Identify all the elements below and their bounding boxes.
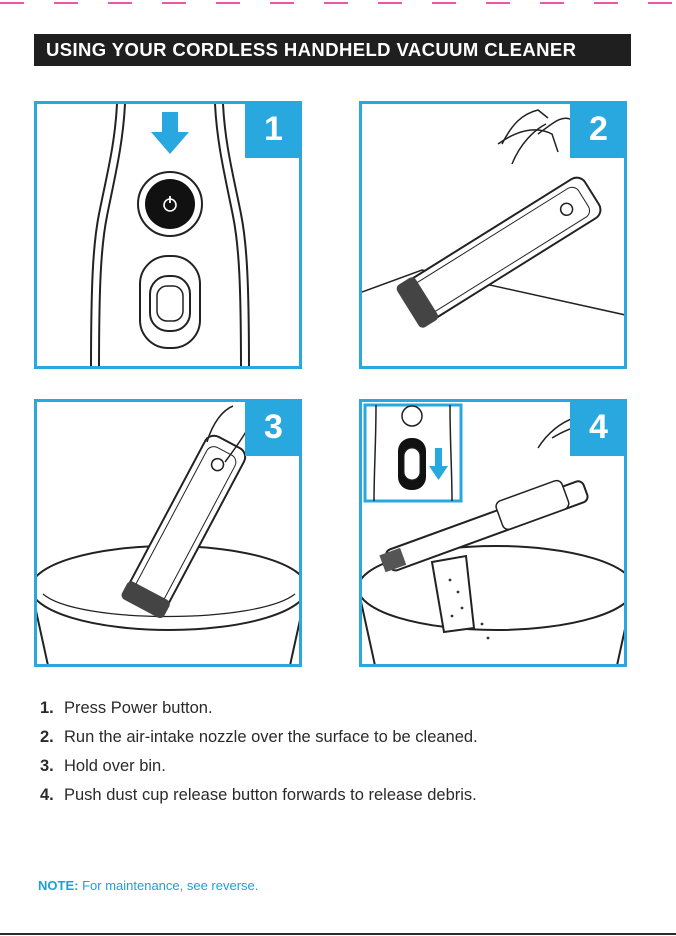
title-bar: USING YOUR CORDLESS HANDHELD VACUUM CLEA… [34,34,631,66]
step-number-badge: 1 [245,101,302,158]
panel-2: 2 [359,101,627,369]
step-number: 3. [40,756,64,776]
step-text: Hold over bin. [64,757,166,775]
step-number: 4. [40,785,64,805]
panel-4: 4 [359,399,627,667]
step-text: Push dust cup release button forwards to… [64,786,477,804]
note-label: NOTE: [38,878,78,893]
bottom-divider [0,933,676,935]
step-number-badge: 4 [570,399,627,456]
list-item: 3.Hold over bin. [40,756,478,785]
step-number: 2. [40,727,64,747]
step-number-badge: 2 [570,101,627,158]
step-text: Press Power button. [64,699,213,717]
step-number: 1. [40,698,64,718]
panel-1: 1 [34,101,302,369]
list-item: 4.Push dust cup release button forwards … [40,785,478,814]
list-item: 2.Run the air-intake nozzle over the sur… [40,727,478,756]
instruction-list: 1.Press Power button. 2.Run the air-inta… [40,698,478,814]
top-dash-border [0,0,676,6]
panel-3: 3 [34,399,302,667]
page-title: USING YOUR CORDLESS HANDHELD VACUUM CLEA… [34,39,576,61]
step-text: Run the air-intake nozzle over the surfa… [64,728,478,746]
note-text: For maintenance, see reverse. [82,878,258,893]
maintenance-note: NOTE: For maintenance, see reverse. [38,878,258,893]
step-number-badge: 3 [245,399,302,456]
list-item: 1.Press Power button. [40,698,478,727]
